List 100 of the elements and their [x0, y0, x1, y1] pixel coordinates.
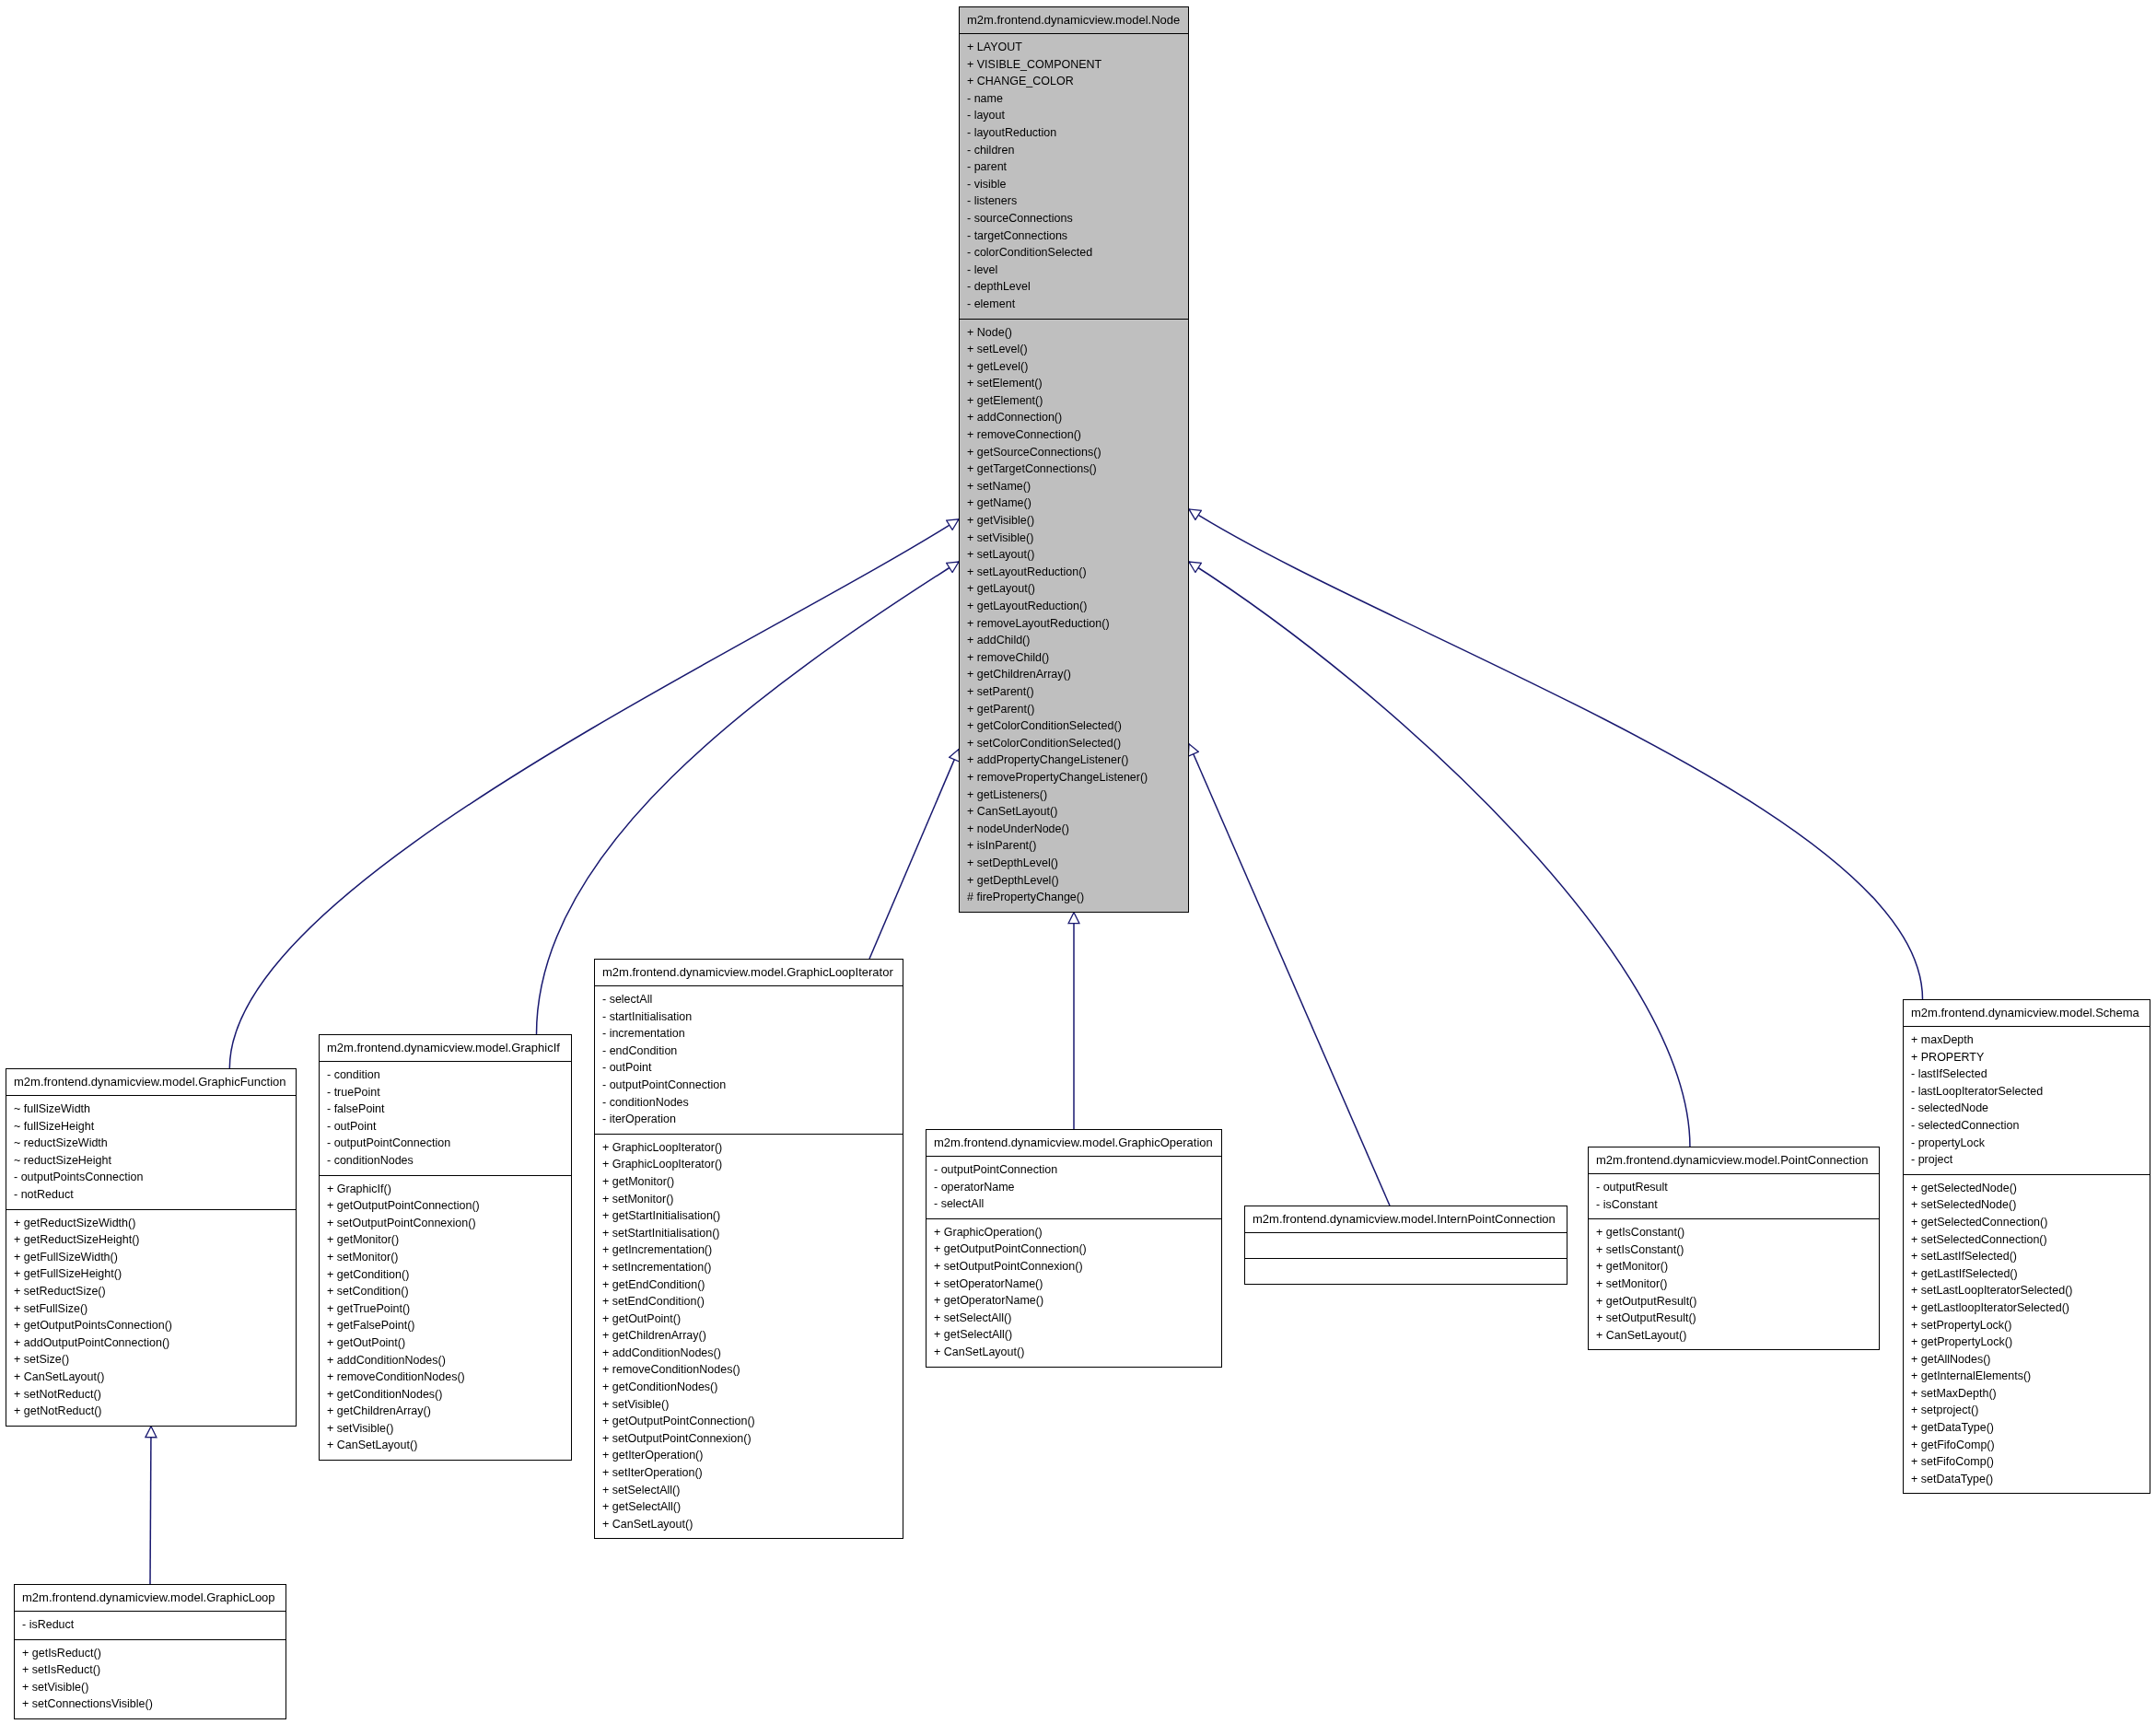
class-member: + getSelectedConnection()	[1911, 1214, 2048, 1230]
class-box	[14, 1584, 286, 1719]
class-member: + Node()	[967, 324, 1012, 341]
class-member: + CanSetLayout()	[602, 1516, 693, 1532]
class-name: m2m.frontend.dynamicview.model.PointConnection	[1595, 1152, 1870, 1169]
class-member: - visible	[967, 176, 1007, 192]
class-member: + getIsConstant()	[1596, 1225, 1685, 1241]
class-member: - propertyLock	[1911, 1135, 1985, 1151]
class-member: + LAYOUT	[967, 40, 1022, 55]
class-member: + getReductSizeWidth()	[14, 1215, 136, 1231]
class-member: + getElement()	[967, 392, 1043, 409]
inheritance-arrow	[1188, 508, 1924, 1000]
class-member: - depthLevel	[967, 279, 1031, 296]
class-member: + getOutPoint()	[327, 1334, 406, 1351]
class-member: + VISIBLE_COMPONENT	[967, 56, 1102, 73]
class-member: + getMonitor()	[1596, 1259, 1669, 1276]
class-member: + getConditionNodes()	[602, 1380, 718, 1396]
class-member: + setIncrementation()	[602, 1259, 712, 1276]
class-member: + setFifoComp()	[1911, 1454, 1994, 1471]
class-member: + setFullSize()	[14, 1300, 88, 1317]
class-member: ~ fullSizeHeight	[14, 1118, 95, 1135]
class-name: m2m.frontend.dynamicview.model.Node	[966, 12, 1182, 29]
class-member: + getChildrenArray()	[602, 1328, 706, 1345]
class-member: + getFifoComp()	[1911, 1437, 1995, 1453]
class-member: + getOperatorName()	[934, 1293, 1044, 1310]
class-member: + getConditionNodes()	[327, 1386, 443, 1403]
class-member: + setVisible()	[967, 530, 1034, 546]
class-member: - parent	[967, 159, 1008, 176]
class-member: + getMonitor()	[327, 1232, 400, 1249]
class-member: + setMonitor()	[602, 1191, 674, 1207]
class-box	[1244, 1206, 1567, 1285]
class-member: + addChild()	[967, 633, 1031, 649]
class-member: + getLayoutReduction()	[967, 599, 1088, 614]
class-member: - layoutReduction	[967, 124, 1057, 141]
class-member: + setLastIfSelected()	[1911, 1249, 2017, 1265]
class-member: + setSelectAll()	[934, 1310, 1012, 1326]
class-member: + getPropertyLock()	[1911, 1334, 2013, 1351]
class-member: + nodeUnderNode()	[967, 821, 1069, 837]
class-member: + setColorConditionSelected()	[967, 735, 1122, 751]
inheritance-arrow	[1187, 742, 1391, 1206]
class-member: + getLayout()	[967, 581, 1035, 598]
class-member: + getSelectAll()	[934, 1327, 1013, 1344]
class-member: + setOperatorName()	[934, 1276, 1043, 1292]
class-member: + GraphicLoopIterator()	[602, 1157, 723, 1173]
class-member: - layout	[967, 108, 1005, 124]
class-box	[1903, 999, 2150, 1495]
class-member: - lastIfSelected	[1911, 1066, 1987, 1083]
class-member: + setDepthLevel()	[967, 855, 1058, 871]
class-member: + getOutputPointsConnection()	[14, 1318, 172, 1334]
class-member: + getDataType()	[1911, 1420, 1994, 1437]
class-member: - outPoint	[327, 1118, 377, 1135]
class-member: - sourceConnections	[967, 210, 1073, 227]
class-member: - selectAll	[934, 1196, 985, 1213]
class-member: - notReduct	[14, 1186, 74, 1203]
inheritance-arrow	[228, 518, 960, 1069]
class-box	[1588, 1147, 1880, 1351]
class-member: + isInParent()	[967, 838, 1037, 855]
inheritance-arrow	[535, 561, 960, 1035]
class-member: - iterOperation	[602, 1112, 676, 1128]
class-member: - conditionNodes	[602, 1094, 689, 1111]
class-member: - colorConditionSelected	[967, 245, 1093, 262]
class-member: + getStartInitialisation()	[602, 1208, 721, 1225]
class-member: ~ fullSizeWidth	[14, 1101, 91, 1117]
class-member: + getListeners()	[967, 786, 1048, 803]
class-member: + getSelectedNode()	[1911, 1180, 2017, 1196]
class-member: + getNotReduct()	[14, 1404, 102, 1420]
class-member: - operatorName	[934, 1179, 1015, 1195]
class-member: + getParent()	[967, 701, 1035, 717]
class-box	[926, 1129, 1222, 1368]
class-member: + setMonitor()	[1596, 1276, 1668, 1292]
class-member: - listeners	[967, 193, 1018, 210]
class-member: + getInternalElements()	[1911, 1369, 2032, 1385]
class-member: + setSize()	[14, 1352, 70, 1369]
class-member: + setCondition()	[327, 1284, 409, 1300]
class-member: + getDepthLevel()	[967, 872, 1059, 889]
class-member: + setOutputPointConnexion()	[934, 1258, 1083, 1275]
class-member: + addConditionNodes()	[602, 1345, 721, 1361]
class-member: + getVisible()	[967, 513, 1035, 530]
class-member: + setIterOperation()	[602, 1465, 703, 1482]
class-member: + removeChild()	[967, 649, 1050, 666]
class-member: + getSelectAll()	[602, 1499, 682, 1516]
class-member: + setOutputResult()	[1596, 1310, 1696, 1327]
class-member: + getIsReduct()	[22, 1645, 101, 1661]
class-member: + getIncrementation()	[602, 1242, 713, 1259]
class-member: + getName()	[967, 495, 1031, 512]
class-member: + removeConditionNodes()	[327, 1369, 465, 1386]
class-member: + setVisible()	[327, 1420, 394, 1437]
class-member: + getOutputPointConnection()	[602, 1414, 755, 1430]
class-member: + setVisible()	[602, 1396, 670, 1413]
inheritance-arrow	[868, 748, 961, 960]
class-member: + setReductSize()	[14, 1283, 106, 1299]
class-member: - conditionNodes	[327, 1152, 414, 1169]
class-member: + getLastloopIteratorSelected()	[1911, 1299, 2069, 1316]
class-member: - element	[967, 296, 1016, 312]
class-member: + CanSetLayout()	[967, 804, 1058, 821]
class-member: - outputResult	[1596, 1180, 1668, 1195]
class-name: m2m.frontend.dynamicview.model.GraphicFunction	[13, 1074, 287, 1090]
class-member: + CHANGE_COLOR	[967, 74, 1074, 90]
class-member: + setLastLoopIteratorSelected()	[1911, 1283, 2073, 1299]
class-member: - children	[967, 142, 1015, 158]
